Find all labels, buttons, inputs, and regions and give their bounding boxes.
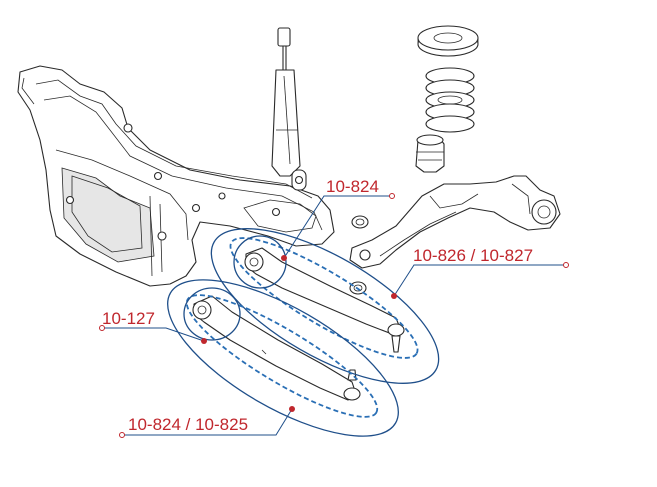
spring-upper-pad [417, 25, 479, 57]
label-right-arm: 10-826 / 10-827 [413, 246, 533, 265]
leader-lower-arm [119, 406, 295, 438]
shock-absorber [271, 27, 307, 191]
leader-right-arm [391, 262, 569, 299]
spring-seat [351, 215, 369, 229]
rear-subframe [17, 65, 335, 287]
bump-stop [415, 134, 445, 173]
wheel-knuckle [349, 175, 561, 269]
leader-bushing [99, 325, 207, 344]
coil-spring [425, 67, 475, 133]
lower-arm-dashed-ring [185, 294, 379, 418]
label-bushing: 10-127 [102, 309, 155, 328]
lower-bushing-ring [183, 287, 241, 341]
upper-arm-outer-ring [210, 228, 440, 384]
upper-arm-dashed-ring [229, 237, 419, 359]
lower-arm-outer-ring [167, 279, 399, 437]
leader-upper-arm [281, 193, 395, 261]
upper-bushing-ring [233, 235, 287, 289]
label-upper-arm: 10-824 [326, 177, 379, 196]
lower-control-arm [192, 295, 361, 401]
label-lower-arm: 10-824 / 10-825 [128, 415, 248, 434]
